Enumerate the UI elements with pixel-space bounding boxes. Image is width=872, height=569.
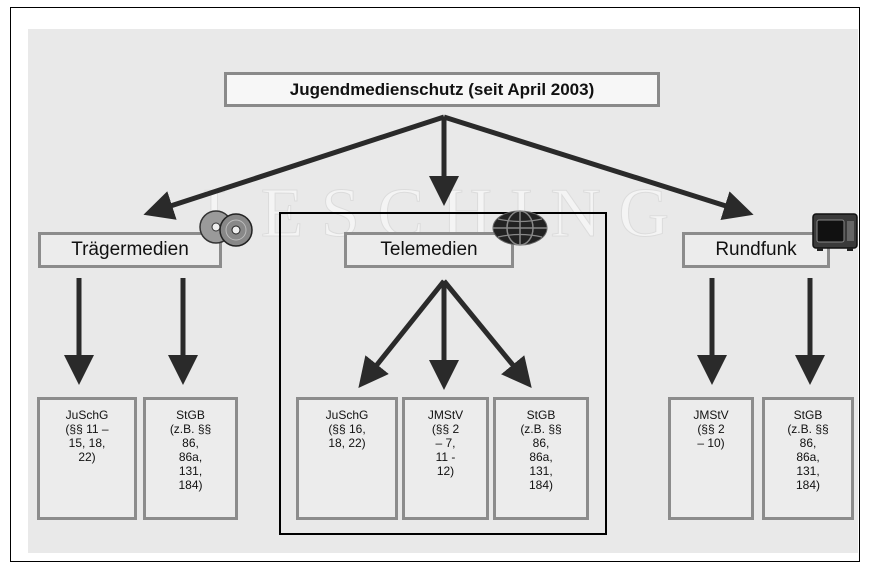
category-label: Telemedien <box>380 239 478 260</box>
category-label: Trägermedien <box>71 239 189 260</box>
leaf-tele-jmstv: JMStV (§§ 2 – 7, 11 - 12) <box>402 397 489 520</box>
leaf-tele-juschg: JuSchG (§§ 16, 18, 22) <box>296 397 398 520</box>
category-rundfunk: Rundfunk <box>682 232 830 268</box>
cd-discs-icon <box>199 210 253 247</box>
category-telemedien: Telemedien <box>344 232 514 268</box>
arrow-title-to-rundfunk <box>443 114 754 220</box>
category-traegermedien: Trägermedien <box>38 232 222 268</box>
leaf-text: StGB (z.B. §§ 86, 86a, 131, 184) <box>169 408 212 492</box>
leaf-rundfunk-stgb: StGB (z.B. §§ 86, 86a, 131, 184) <box>762 397 854 520</box>
arrow-tele-to-juschg <box>358 279 446 389</box>
leaf-text: StGB (z.B. §§ 86, 86a, 131, 184) <box>787 408 829 492</box>
leaf-traeger-stgb: StGB (z.B. §§ 86, 86a, 131, 184) <box>143 397 238 520</box>
leaf-rundfunk-jmstv: JMStV (§§ 2 – 10) <box>668 397 754 520</box>
leaf-text: JMStV (§§ 2 – 10) <box>693 408 729 450</box>
globe-icon <box>492 210 548 246</box>
telemedien-group-frame <box>279 212 607 535</box>
arrow-tele-to-stgb <box>442 279 532 388</box>
leaf-text: JuSchG (§§ 11 – 15, 18, 22) <box>65 408 109 464</box>
leaf-traeger-juschg: JuSchG (§§ 11 – 15, 18, 22) <box>37 397 137 520</box>
tv-icon <box>812 213 858 251</box>
arrow-title-to-traeger <box>143 114 445 220</box>
leaf-tele-stgb: StGB (z.B. §§ 86, 86a, 131, 184) <box>493 397 589 520</box>
category-label: Rundfunk <box>715 239 797 260</box>
leaf-text: JMStV (§§ 2 – 7, 11 - 12) <box>427 408 464 478</box>
leaf-text: StGB (z.B. §§ 86, 86a, 131, 184) <box>520 408 562 492</box>
title-box: Jugendmedienschutz (seit April 2003) <box>224 72 660 107</box>
diagram-title: Jugendmedienschutz (seit April 2003) <box>289 79 595 99</box>
leaf-text: JuSchG (§§ 16, 18, 22) <box>325 408 369 450</box>
